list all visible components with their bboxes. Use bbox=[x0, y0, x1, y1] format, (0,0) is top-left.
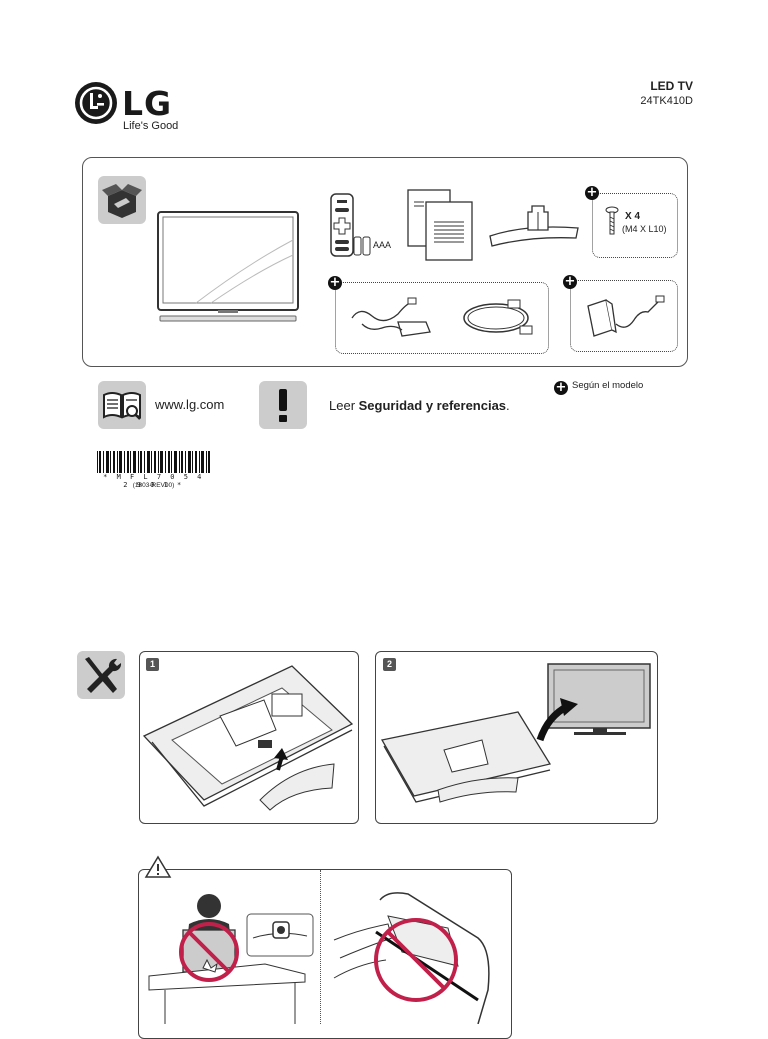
optional-plus-icon: + bbox=[328, 275, 342, 290]
optional-adapter-group bbox=[335, 282, 549, 354]
step-1-number: 1 bbox=[146, 658, 159, 671]
product-model: 24TK410D bbox=[640, 95, 693, 107]
optional-plus-icon: + bbox=[563, 274, 577, 289]
battery-label: AAA bbox=[373, 240, 392, 250]
warning-tile bbox=[259, 381, 307, 429]
brand-name: LG bbox=[122, 84, 173, 123]
wall-adapter-illustration bbox=[587, 295, 665, 337]
assembly-step-2-panel bbox=[375, 651, 658, 824]
caution-left-illustration bbox=[148, 894, 314, 1024]
optional-plus-icon: + bbox=[585, 185, 599, 200]
read-safety-text: Leer Seguridad y referencias. bbox=[329, 398, 510, 413]
caution-right-illustration bbox=[333, 892, 490, 1024]
model-note-plus-icon: + bbox=[554, 380, 568, 395]
battery-icon bbox=[353, 236, 371, 256]
optional-plug-group bbox=[570, 280, 678, 352]
manual-tile bbox=[98, 381, 146, 429]
tv-illustration bbox=[157, 211, 299, 322]
step-2-number: 2 bbox=[383, 658, 396, 671]
power-cable-illustration bbox=[463, 299, 533, 335]
barcode-number: * M F L 7 0 5 4 2 9 0 1 * bbox=[103, 473, 204, 489]
caution-divider bbox=[320, 870, 321, 1024]
model-note: Según el modelo bbox=[572, 380, 644, 391]
product-type: LED TV bbox=[650, 79, 693, 93]
barcode-revision: (1803-REV00) bbox=[132, 482, 175, 489]
tools-tile bbox=[77, 651, 125, 699]
screw-icon bbox=[605, 206, 619, 235]
optional-screws-group bbox=[592, 193, 678, 258]
remote-control-illustration bbox=[330, 193, 354, 257]
manuals-illustration bbox=[407, 189, 473, 261]
screw-spec: (M4 X L10) bbox=[622, 224, 667, 234]
caution-triangle-icon bbox=[144, 855, 172, 878]
stand-illustration bbox=[489, 205, 579, 247]
package-contents-box bbox=[82, 157, 688, 367]
step-1-illustration bbox=[142, 665, 354, 811]
screw-quantity: X 4 bbox=[625, 211, 641, 222]
open-box-icon bbox=[102, 184, 142, 218]
barcode bbox=[97, 451, 210, 473]
ac-adapter-illustration bbox=[351, 297, 431, 337]
website-link[interactable]: www.lg.com bbox=[155, 397, 225, 412]
exclamation-icon bbox=[279, 389, 287, 422]
manual-search-icon bbox=[103, 392, 141, 420]
assembly-step-1-panel bbox=[139, 651, 359, 824]
lg-logo-icon bbox=[75, 82, 117, 124]
safety-title: Seguridad y referencias bbox=[358, 398, 507, 413]
box-contents-tile bbox=[98, 176, 146, 224]
tagline: Life's Good bbox=[123, 120, 179, 132]
step-2-illustration bbox=[380, 663, 651, 803]
screwdriver-wrench-icon bbox=[85, 657, 122, 693]
